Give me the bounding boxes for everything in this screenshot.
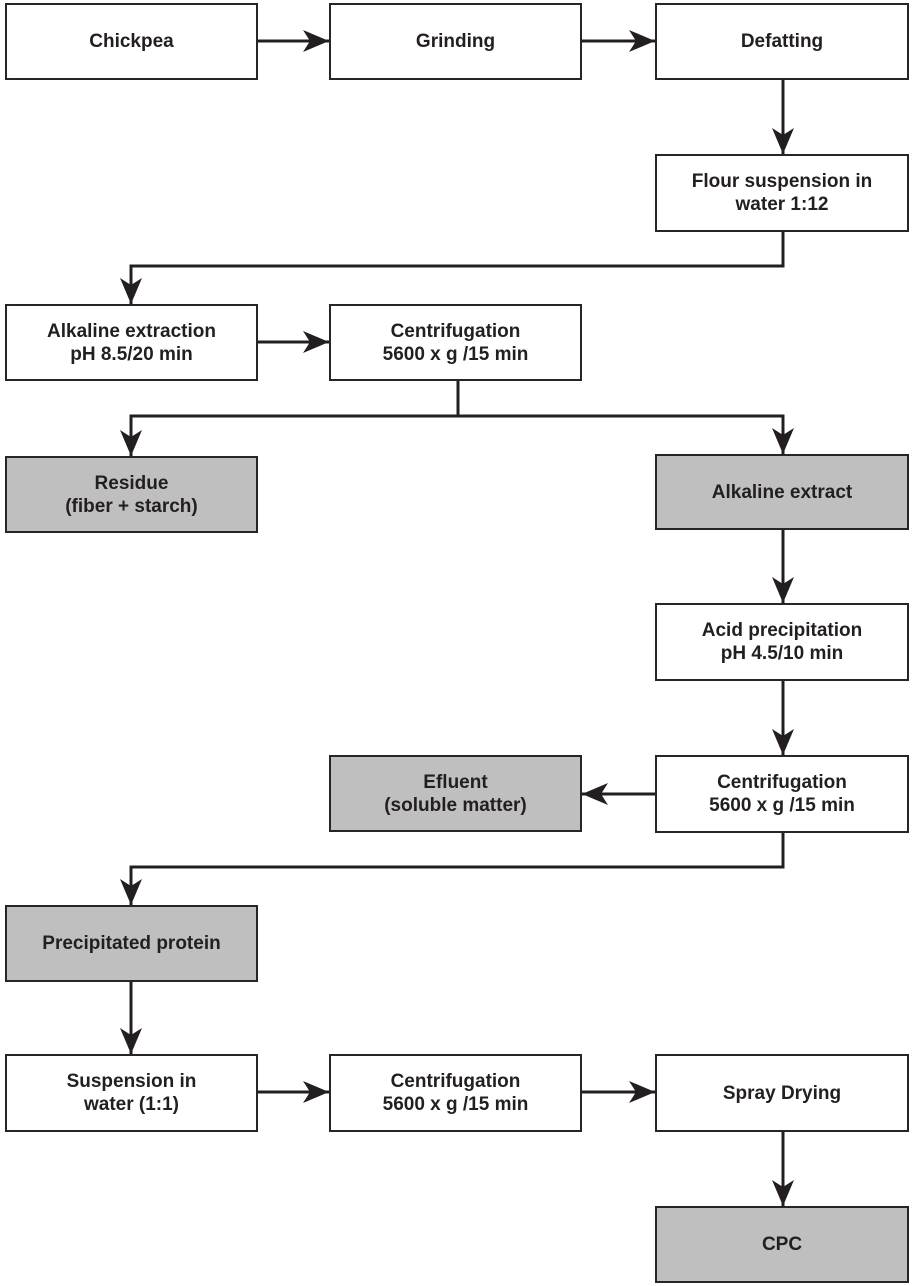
edge-centrif1-to-residue [120, 381, 460, 456]
node-label-line: Centrifugation [717, 772, 847, 793]
node-label-line: Efluent [423, 771, 488, 793]
node-label-line: Centrifugation [390, 1071, 521, 1092]
node-chickpea: Chickpea [5, 3, 258, 80]
node-cpc: CPC [655, 1206, 909, 1283]
node-efluent: Efluent(soluble matter) [329, 755, 582, 832]
node-label-line: CPC [761, 1234, 803, 1255]
node-spray-drying: Spray Drying [655, 1054, 909, 1132]
node-label-line: Chickpea [89, 31, 174, 52]
node-label-line: Precipitated protein [42, 933, 221, 954]
node-alkaline-extract: Alkaline extract [655, 454, 909, 530]
node-label-line: Acid precipitation [701, 620, 863, 641]
node-label-line: water (1:1) [83, 1094, 180, 1115]
node-label-line: Residue [94, 472, 169, 494]
node-defatting: Defatting [655, 3, 909, 80]
node-label-line: Grinding [415, 31, 496, 52]
node-label-line: Flour suspension in [691, 171, 873, 192]
node-label-line: 5600 x g /15 min [382, 343, 529, 365]
node-label-line: Suspension in [66, 1071, 197, 1092]
node-label-line: 5600 x g /15 min [382, 1094, 529, 1115]
node-label-line: pH 8.5/20 min [70, 343, 193, 365]
node-label-line: Alkaline extraction [47, 320, 216, 342]
node-label-line: water 1:12 [735, 194, 829, 215]
edge-centrif1-to-alk_extract [458, 414, 794, 454]
node-label-line: Centrifugation [390, 320, 521, 342]
node-label-line: pH 4.5/10 min [720, 643, 844, 664]
edge-flour-to-alkaline [120, 232, 785, 304]
node-residue: Residue(fiber + starch) [5, 456, 258, 533]
node-label-line: (soluble matter) [384, 794, 527, 816]
node-label-line: Alkaline extract [711, 481, 853, 503]
node-label-line: 5600 x g /15 min [709, 795, 855, 816]
node-grinding: Grinding [329, 3, 582, 80]
node-label-line: Defatting [740, 31, 824, 52]
node-precipitated-protein: Precipitated protein [5, 905, 258, 982]
node-label-line: Spray Drying [722, 1082, 842, 1104]
node-label-line: (fiber + starch) [65, 495, 198, 517]
edge-centrif2-to-precip_protein [120, 833, 785, 905]
